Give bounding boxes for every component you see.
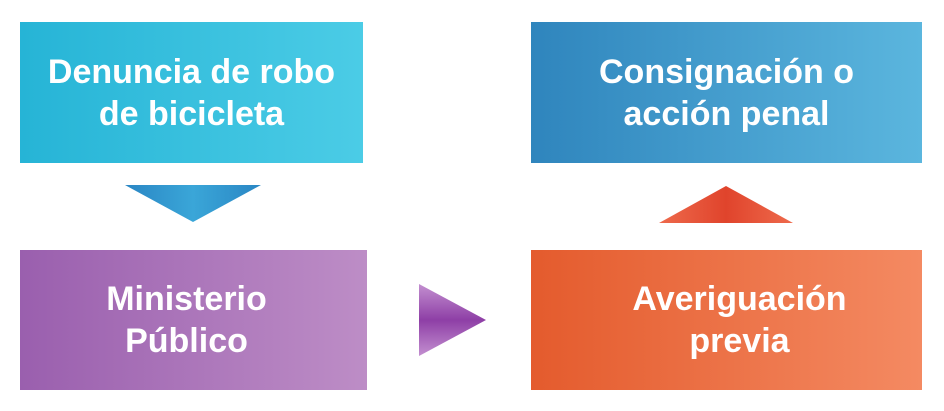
node-denuncia-line-1: Denuncia de robo	[47, 52, 336, 91]
arrow-right-shape	[419, 284, 486, 356]
node-averiguacion-line-1: Averiguación	[632, 280, 847, 318]
node-ministerio-publico: Ministerio Público	[20, 250, 367, 390]
node-ministerio-label: Ministerio Público	[106, 278, 281, 362]
arrow-up-shape	[659, 186, 793, 223]
node-consignacion-line-2: acción penal	[623, 94, 830, 133]
node-ministerio-line-2: Público	[125, 322, 248, 360]
arrow-down-icon	[125, 185, 261, 222]
arrow-right-icon	[419, 284, 486, 356]
node-consignacion-label: Consignación o acción penal	[599, 51, 854, 135]
arrow-down-shape	[125, 185, 261, 222]
arrow-up-icon	[659, 186, 793, 223]
node-consignacion-line-1: Consignación o	[599, 52, 854, 91]
node-denuncia-de-robo: Denuncia de robo de bicicleta	[20, 22, 363, 163]
node-averiguacion-previa: Averiguación previa	[531, 250, 922, 390]
node-consignacion: Consignación o acción penal	[531, 22, 922, 163]
node-denuncia-line-2: de bicicleta	[98, 94, 285, 133]
node-averiguacion-line-2: previa	[689, 322, 790, 360]
node-averiguacion-label: Averiguación previa	[606, 278, 846, 362]
node-denuncia-label: Denuncia de robo de bicicleta	[48, 51, 335, 135]
node-ministerio-line-1: Ministerio	[106, 280, 267, 318]
